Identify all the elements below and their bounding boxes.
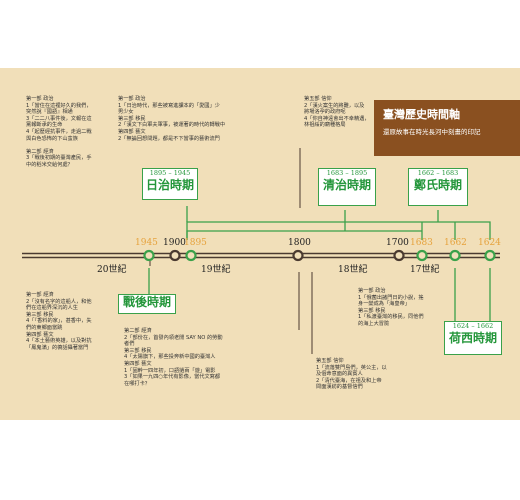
event-line: 者們	[124, 341, 135, 348]
node-1800	[292, 249, 304, 262]
event-line	[26, 142, 92, 149]
event-line: 4「太陽旗下，那些投奔新中國的臺灣人	[124, 354, 216, 361]
era-dutch-spanish: 1624 – 1662 荷西時期	[444, 321, 502, 355]
event-line: 第三部 移民	[124, 347, 152, 354]
event-line: 1「私渡臺灣的移民，同他們	[358, 314, 424, 321]
event-line: 2「沒有名字的這船人，和他	[26, 298, 92, 305]
century-17: 17世紀	[410, 265, 440, 275]
node-1900	[169, 249, 181, 262]
era-qing-rule-years: 1683 – 1895	[326, 169, 368, 177]
era-zheng-years: 1662 – 1683	[417, 169, 459, 177]
era-zheng: 1662 – 1683 鄭氏時期	[408, 168, 468, 206]
event-line: 男少女	[118, 109, 134, 116]
event-line: 2「無論回想問題，都是不下當事的藝術流門	[118, 135, 220, 142]
page-title: 臺灣歷史時間軸	[383, 108, 460, 121]
event-line: 第三部 移民	[358, 307, 386, 314]
event-line: 第一部 經濟	[26, 292, 54, 298]
node-1945	[143, 249, 155, 262]
event-line: 第二部 經濟	[26, 148, 54, 155]
event-line: 第四部 藝文	[26, 331, 54, 338]
century-19: 19世紀	[201, 265, 231, 275]
events-bottom-left: 第一部 經濟 2「沒有名字的這船人，和他 們在這船界深沉的人生 第三部 移民 4…	[26, 292, 92, 351]
era-japanese-rule: 1895 – 1945 日治時期	[142, 168, 198, 200]
event-line: 2「清代臺海，在祖及和上帝	[316, 377, 382, 384]
node-1624	[484, 249, 496, 262]
event-line: 與白色恐怖的下山蛮族	[26, 135, 78, 142]
event-line: 第一部 政治	[118, 96, 146, 102]
page-subtitle: 還原故事在時光長河中刻畫的印記	[383, 128, 481, 136]
era-qing-rule: 1683 – 1895 清治時期	[318, 168, 376, 206]
era-qing-rule-name: 清治時期	[322, 178, 371, 192]
era-postwar-name: 戰後時期	[122, 295, 171, 309]
events-top-left: 第一部 政治 1「當住在這裡好久的我們， 突然說『國語』相通 3「二二八事件後，…	[26, 96, 92, 169]
events-bottom-right: 第一部 政治 1「俄菌出諸門日的小說，搖 身一變成為「海皇帝」 第三部 移民 1…	[358, 288, 424, 328]
event-line: 第三部 移民	[26, 311, 54, 318]
event-line: 第五部 信仰	[304, 96, 332, 102]
event-line: 第二部 經濟	[124, 328, 152, 334]
events-bottom-mid: 第二部 經濟 2「部份在，首發內領老閒 SAY NO 的勞動 者們 第三部 移民…	[124, 328, 223, 387]
era-zheng-name: 鄭氏時期	[413, 178, 462, 192]
event-line: 3「二二八事件後，文報在這	[26, 115, 92, 122]
year-1945: 1945	[135, 238, 158, 248]
event-line: 將場洛孕的政府呢	[304, 109, 346, 116]
event-line: 1「俄菌出諸門日的小說，搖	[358, 294, 424, 301]
event-line: 們在這船界深沉的人生	[26, 305, 78, 312]
era-japanese-rule-name: 日治時期	[145, 178, 194, 192]
event-line: 3「如果一九四○年代有影像，當代文寫都	[124, 374, 221, 381]
event-line: 中的稻米交給何處？	[26, 161, 73, 168]
node-1700	[393, 249, 405, 262]
events-top-right: 第五部 信仰 2「漢火案生的將難，以及 將場洛孕的政府呢 4「你自神遠會出不幸精…	[304, 96, 370, 129]
event-line: 1「固幹一四年初，口語撾兩「遊」電影	[124, 367, 216, 374]
year-1683: 1683	[410, 238, 433, 248]
event-line: 2「漢火案生的將難，以及	[304, 102, 365, 109]
era-postwar: 戰後時期	[118, 294, 176, 314]
event-line: 4「『香料的家」，甚香中，失	[26, 318, 92, 325]
event-line: 4「本土藝術英雄，以及對抗	[26, 338, 92, 345]
timeline-page: 臺灣歷史時間軸 還原故事在時光長河中刻畫的印記 1945 1900 1895 1…	[0, 68, 520, 420]
event-line: 第一部 政治	[26, 96, 54, 102]
event-line: 1「當住在這裡好久的我們，	[26, 102, 92, 109]
event-line: 2「部份在，首發內領老閒 SAY NO 的勞動	[124, 334, 223, 341]
node-1683	[416, 249, 428, 262]
year-1900: 1900	[163, 238, 186, 248]
node-1662	[449, 249, 461, 262]
event-line: 的海上大冒險	[358, 320, 390, 327]
event-line: 第一部 政治	[358, 288, 386, 294]
year-1624: 1624	[478, 238, 501, 248]
event-line: 第四部 藝文	[124, 360, 152, 367]
node-1895	[185, 249, 197, 262]
era-dutch-spanish-years: 1624 – 1662	[452, 322, 494, 330]
events-top-mid: 第一部 政治 1「日治時代，那些被寫進課本的「愛國」少 男少女 第三部 移民 2…	[118, 96, 225, 142]
event-line: 第三部 移民	[118, 115, 146, 122]
year-1662: 1662	[444, 238, 467, 248]
era-dutch-spanish-name: 荷西時期	[448, 331, 497, 345]
event-line: 身一變成為「海皇帝」	[358, 301, 410, 308]
century-18: 18世紀	[338, 265, 368, 275]
event-line: 及個命意面的異賓人	[316, 371, 363, 378]
event-line: 第四部 藝文	[118, 128, 146, 135]
era-connector-qing	[186, 230, 422, 240]
event-line: 突然說『國語』相通	[26, 109, 73, 116]
year-1800: 1800	[288, 238, 311, 248]
event-line: 問面漢紡的基督信們	[316, 384, 363, 391]
event-line: 4「起歷經抗事件，走過二戰	[26, 128, 92, 135]
event-line: 2「漢文下白軍夫軍事，被運著的時代的轉戰中	[118, 122, 226, 129]
event-line: 1「流落雙門島們，英公主，以	[316, 364, 387, 371]
event-line: 4「你自神遠會出不幸精遇，	[304, 115, 370, 122]
title-box: 臺灣歷史時間軸 還原故事在時光長河中刻畫的印記	[374, 100, 520, 156]
year-1700: 1700	[386, 238, 409, 248]
event-line: 第五部 信仰	[316, 358, 344, 364]
era-japanese-rule-years: 1895 – 1945	[149, 169, 191, 177]
event-line: 林祖綏的廟種格局	[304, 122, 346, 129]
event-line: 在哪打卡？	[124, 380, 150, 387]
event-line: 3「戰後初期的臺灣產民，手	[26, 155, 92, 162]
year-1895: 1895	[184, 238, 207, 248]
event-line: 們的東鄉面當跳	[26, 324, 63, 331]
events-bottom-far: 第五部 信仰 1「流落雙門島們，英公主，以 及個命意面的異賓人 2「清代臺海，在…	[316, 358, 387, 391]
event-line: 「鳳鬼滿」的櫥話攝著當門	[26, 344, 89, 351]
event-line: 1「日治時代，那些被寫進課本的「愛國」少	[118, 102, 220, 109]
event-line: 黨報斷承的生命	[26, 122, 63, 129]
era-connector-dutch	[454, 268, 491, 323]
century-20: 20世紀	[97, 265, 127, 275]
